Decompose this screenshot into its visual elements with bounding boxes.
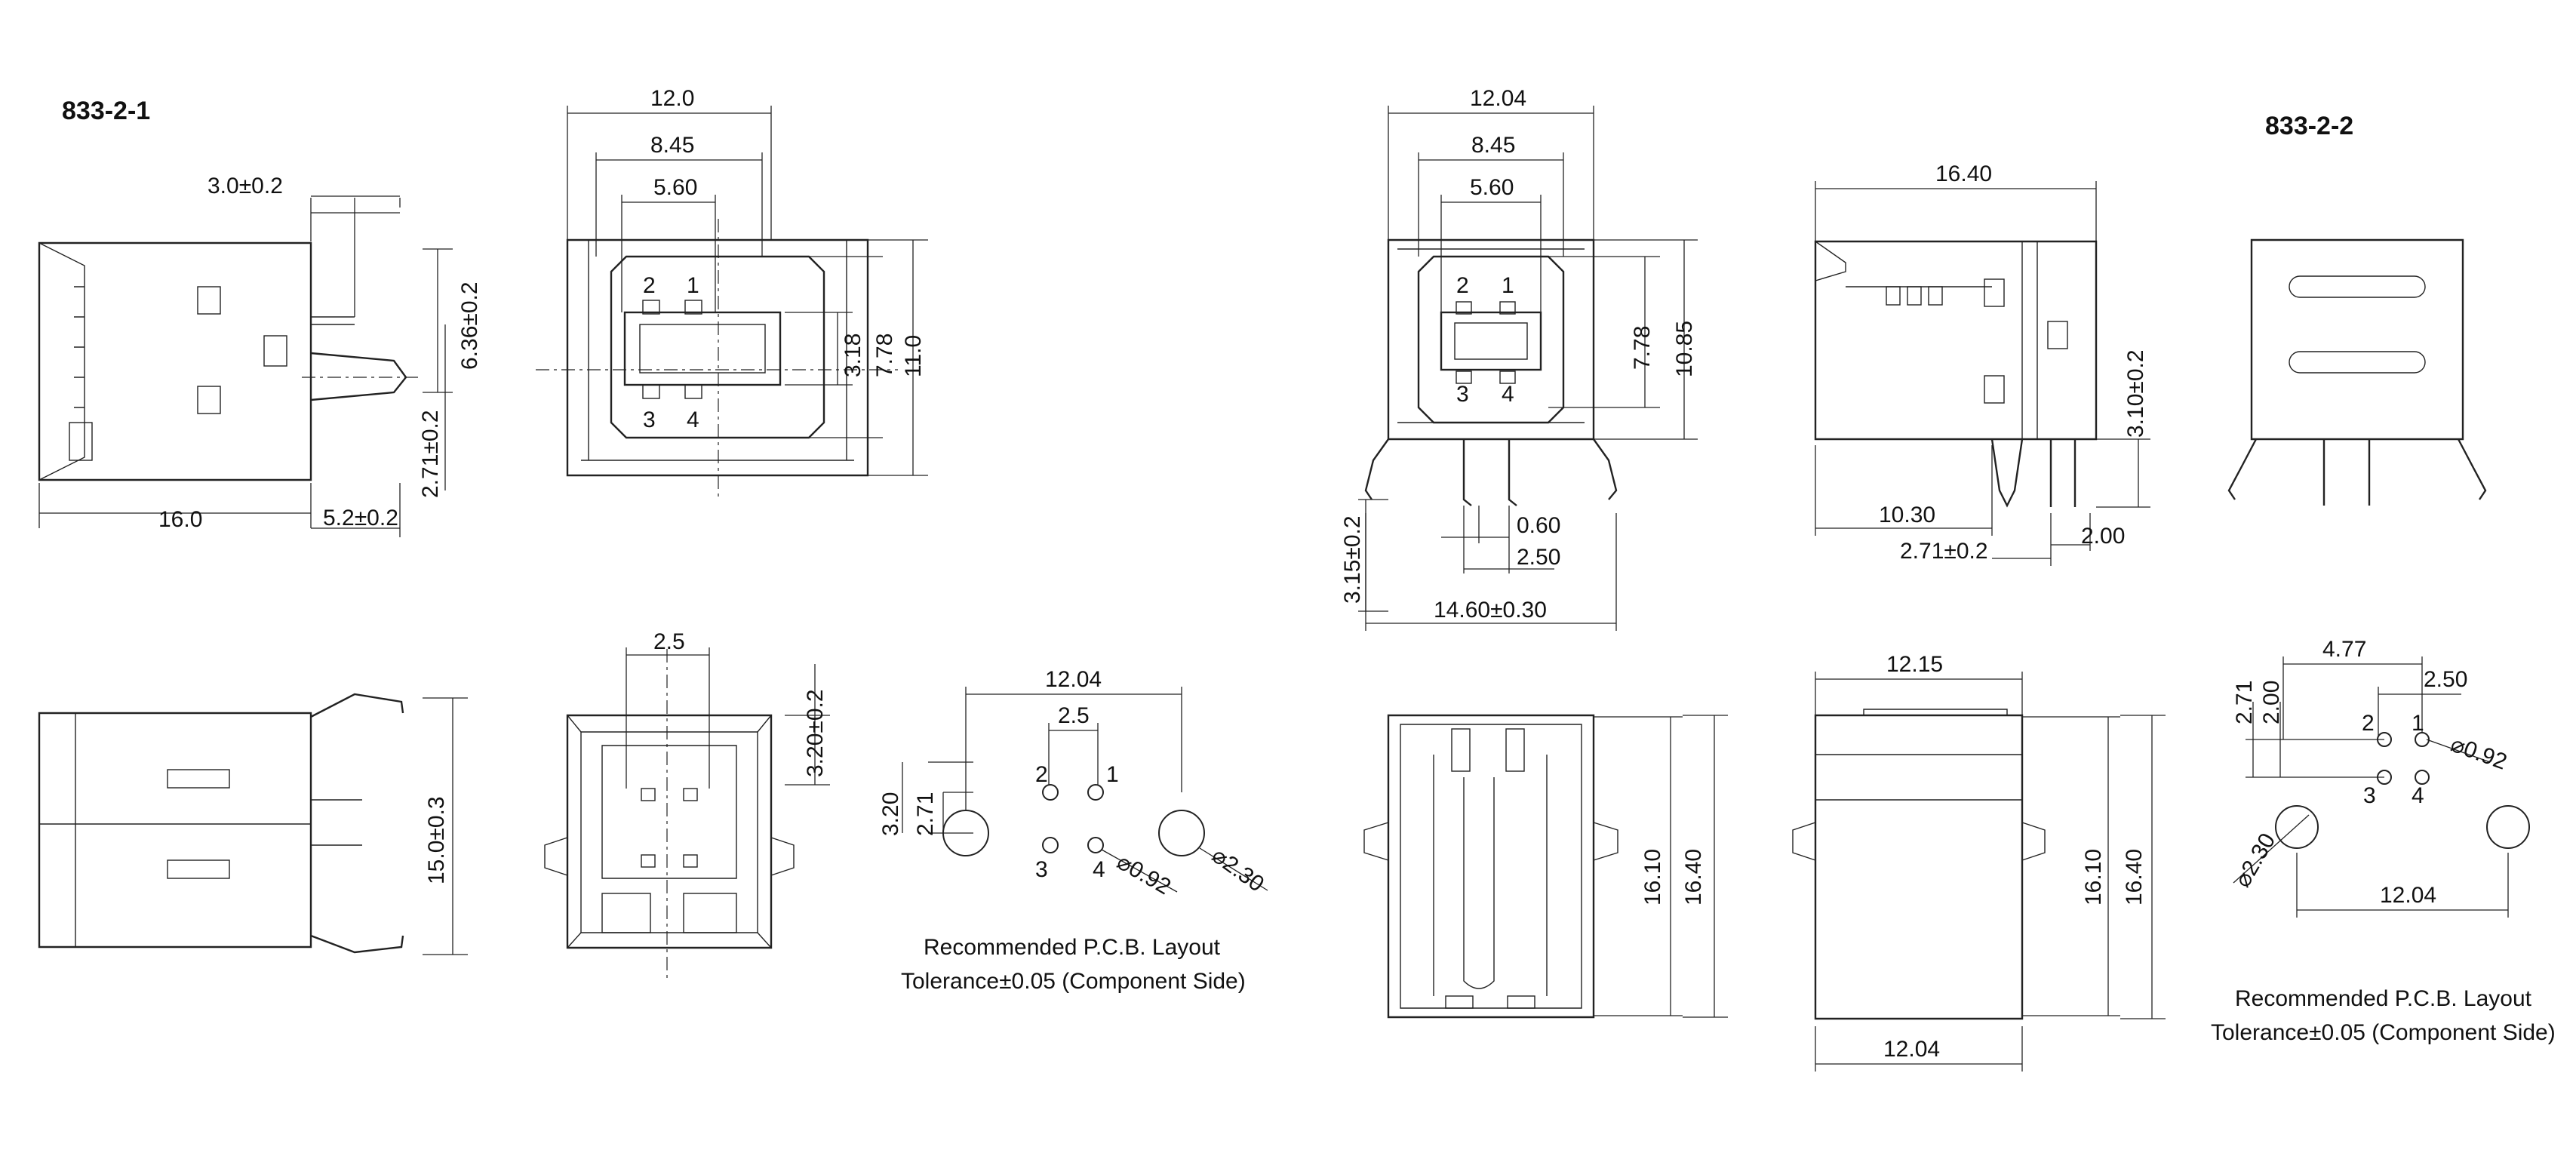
dim-16-0: 16.0 [158, 507, 202, 532]
dim-8-45-b: 8.45 [1471, 133, 1515, 158]
pin-label-3: 3 [643, 407, 656, 432]
pcb2-note-line1: Recommended P.C.B. Layout [2235, 986, 2532, 1011]
pcb2-dim-4-77: 4.77 [2322, 637, 2366, 662]
pcb2-pad-4 [2415, 770, 2430, 785]
pin-label-4-b: 4 [1502, 382, 1514, 407]
dim-10-85: 10.85 [1672, 321, 1697, 377]
dim-2-50: 2.50 [1517, 545, 1560, 570]
pin-label-1: 1 [687, 273, 699, 298]
pcb-pin-1: 1 [1106, 762, 1119, 787]
dim-2-00: 2.00 [2081, 524, 2125, 549]
dim-3-0: 3.0±0.2 [207, 174, 283, 198]
pin-label-3-b: 3 [1456, 382, 1469, 407]
model-title-left: 833-2-1 [62, 97, 150, 125]
pcb2-dim-2-00: 2.00 [2259, 681, 2284, 724]
dim-5-60-b: 5.60 [1470, 175, 1514, 200]
dim-7-78: 7.78 [872, 334, 897, 377]
pcb2-pin-3: 3 [2363, 783, 2376, 808]
bottom-side-view-833-2-1: 15.0±0.3 [38, 693, 468, 955]
pcb-pin-4: 4 [1093, 857, 1105, 882]
pcb-layout-833-2-1: 12.04 2.5 2 1 3 4 3.20 2.71 ⌀0.92 ⌀2.30 … [878, 667, 1268, 994]
dim-12-15: 12.15 [1886, 652, 1943, 677]
pcb-pin-2: 2 [1035, 762, 1048, 787]
pcb2-pad-1 [2415, 732, 2430, 747]
dim-3-10: 3.10±0.2 [2123, 349, 2148, 438]
pcb-note-line1: Recommended P.C.B. Layout [924, 935, 1221, 960]
pcb-dim-2-71: 2.71 [913, 792, 938, 836]
dim-10-30: 10.30 [1879, 503, 1935, 527]
front-view-833-2-1: 2 1 3 4 12.0 8.45 5.60 3.18 7.78 11.0 [536, 86, 928, 498]
bottom-view-833-2-1: 2.5 3.20±0.2 [544, 629, 830, 981]
pcb2-dim-2-50: 2.50 [2424, 667, 2467, 692]
pcb-dim-0-92: ⌀0.92 [1113, 849, 1176, 899]
dim-7-78-b: 7.78 [1630, 326, 1655, 370]
dim-8-45: 8.45 [650, 133, 694, 158]
dim-3-20: 3.20±0.2 [803, 689, 828, 777]
dim-2-71: 2.71±0.2 [418, 410, 443, 498]
pcb2-dim-2-30: ⌀2.30 [2230, 829, 2280, 892]
pcb-pad-4 [1087, 837, 1104, 853]
dim-2-5: 2.5 [653, 629, 685, 654]
dim-6-36: 6.36±0.2 [457, 281, 482, 370]
dim-5-60: 5.60 [653, 175, 697, 200]
pcb-dim-2-5: 2.5 [1058, 703, 1090, 728]
pcb-pin-3: 3 [1035, 857, 1048, 882]
model-title-right: 833-2-2 [2265, 112, 2353, 140]
dim-12-04: 12.04 [1470, 86, 1526, 111]
pcb-pad-1 [1087, 784, 1104, 801]
bottom-view-833-2-2: 16.10 16.40 [1363, 714, 1728, 1019]
dim-16-40: 16.40 [1935, 161, 1992, 186]
pcb-pad-2 [1042, 784, 1059, 801]
pcb2-pin-4: 4 [2412, 783, 2424, 808]
pcb-dim-12-04: 12.04 [1045, 667, 1102, 692]
dim-3-15: 3.15±0.2 [1340, 515, 1365, 604]
pin-label-1-b: 1 [1502, 273, 1514, 298]
side-bottom-view-833-2-2: 12.15 16.10 16.40 12.04 [1792, 652, 2166, 1072]
pcb2-pin-2: 2 [2362, 711, 2375, 736]
pcb2-pin-1: 1 [2412, 711, 2424, 736]
pin-label-2-b: 2 [1456, 273, 1469, 298]
pin-label-4: 4 [687, 407, 699, 432]
rear-view-833-2-2 [2227, 238, 2487, 506]
pcb2-mount-hole-left [2275, 805, 2319, 849]
dim-16-10: 16.10 [1640, 849, 1665, 905]
pcb2-dim-0-92: ⌀0.92 [2448, 732, 2510, 775]
dim-14-60: 14.60±0.30 [1434, 598, 1547, 623]
dim-2-71-b: 2.71±0.2 [1900, 539, 1988, 564]
pcb-pad-3 [1042, 837, 1059, 853]
side-view-833-2-2: 16.40 3.10±0.2 10.30 2.71±0.2 2.00 [1814, 161, 2150, 566]
dim-5-2: 5.2±0.2 [323, 506, 398, 530]
dim-12-04-b: 12.04 [1883, 1037, 1940, 1062]
dim-12-0: 12.0 [650, 86, 694, 111]
dim-11-0: 11.0 [901, 335, 926, 377]
pcb2-note-line2: Tolerance±0.05 (Component Side) [2211, 1020, 2556, 1045]
dim-16-10-b: 16.10 [2081, 849, 2106, 905]
dim-15-0: 15.0±0.3 [424, 796, 449, 884]
pcb-layout-833-2-2: 4.77 2.50 2 1 3 4 2.71 2.00 ⌀0.92 ⌀2.30 … [2211, 637, 2556, 1045]
pcb2-dim-2-71: 2.71 [2232, 681, 2257, 724]
pcb-mount-hole-right [1158, 810, 1205, 856]
pin-label-2: 2 [643, 273, 656, 298]
dim-16-40-b: 16.40 [1681, 849, 1706, 905]
side-view-833-2-1: 3.0±0.2 16.0 5.2±0.2 6.36±0.2 2.71±0.2 [38, 174, 482, 537]
pcb-dim-2-30: ⌀2.30 [1207, 843, 1268, 897]
dim-16-40-c: 16.40 [2122, 849, 2147, 905]
dim-0-60: 0.60 [1517, 513, 1560, 538]
pcb-dim-3-20: 3.20 [878, 792, 903, 836]
dim-3-18: 3.18 [841, 334, 865, 377]
pcb2-mount-hole-right [2486, 805, 2530, 849]
pcb2-dim-12-04: 12.04 [2380, 883, 2436, 908]
front-view-833-2-2: 2 1 3 4 12.04 8.45 5.60 7.78 10.85 3.15±… [1340, 86, 1698, 631]
pcb-note-line2: Tolerance±0.05 (Component Side) [901, 969, 1246, 994]
